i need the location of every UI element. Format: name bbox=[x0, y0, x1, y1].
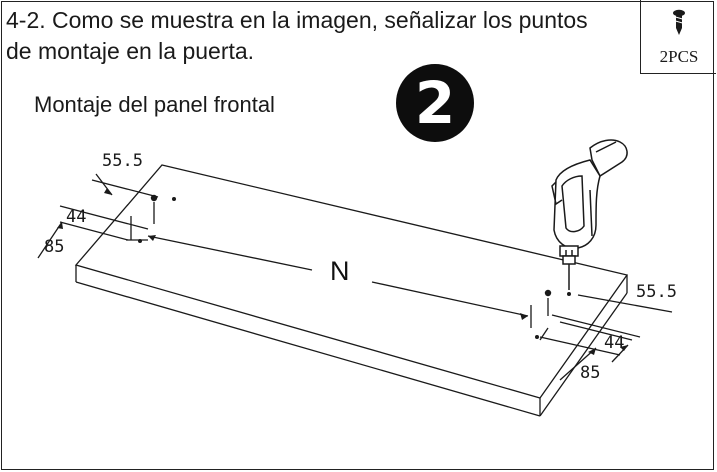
left-dimension-44: 44 bbox=[66, 207, 86, 227]
arrowhead bbox=[620, 345, 628, 351]
right-screw-head bbox=[544, 289, 552, 297]
distance-label-n: N bbox=[330, 256, 350, 286]
left-mark-dot bbox=[172, 197, 176, 201]
section-title: Montaje del panel frontal bbox=[34, 92, 275, 117]
left-dimension-55-5: 55.5 bbox=[102, 151, 143, 171]
distance-n-line bbox=[147, 235, 532, 328]
arrowhead bbox=[104, 188, 112, 195]
screw-icon bbox=[673, 9, 685, 35]
arrowhead bbox=[148, 235, 156, 241]
right-dimension-85: 85 bbox=[580, 363, 600, 383]
parts-quantity-box: 2PCS bbox=[640, 0, 716, 74]
quantity-label: 2PCS bbox=[659, 47, 699, 66]
right-dimension-44: 44 bbox=[604, 333, 624, 353]
arrowhead bbox=[520, 313, 528, 320]
arrowhead bbox=[57, 222, 63, 229]
left-dimension-85: 85 bbox=[44, 237, 64, 257]
right-mark-dot bbox=[567, 292, 571, 296]
drill-icon bbox=[551, 139, 628, 290]
right-dimension-55-5: 55.5 bbox=[636, 282, 677, 302]
instruction-text: 4-2. Como se muestra en la imagen, señal… bbox=[6, 7, 588, 64]
left-screw-head bbox=[150, 194, 158, 202]
left-mark-dot bbox=[138, 239, 142, 243]
front-panel-board bbox=[74, 164, 629, 417]
step-number-badge: 2 bbox=[396, 64, 474, 142]
right-mark-dot bbox=[535, 335, 539, 339]
right-dimension-lines bbox=[539, 294, 673, 381]
arrowhead bbox=[588, 348, 596, 355]
